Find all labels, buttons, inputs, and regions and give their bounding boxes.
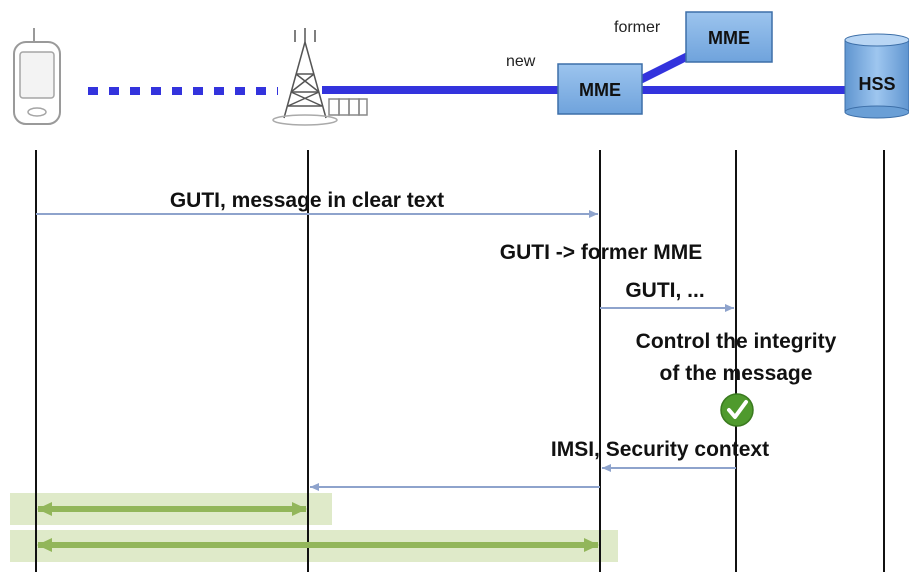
msg-guti-clear-text: GUTI, message in clear text — [170, 189, 444, 212]
lifelines — [35, 150, 885, 572]
msg-imsi-security-context: IMSI, Security context — [551, 438, 769, 461]
check-circle-icon — [720, 393, 754, 427]
mobile-phone-icon — [13, 28, 61, 125]
former-mme-node: MME — [685, 11, 773, 63]
new-mme-label: MME — [579, 80, 621, 100]
hss-label: HSS — [858, 74, 895, 94]
msg-control-integrity-line1: Control the integrity — [636, 330, 837, 353]
network-illustration: MME new MME former HSS — [13, 11, 909, 126]
former-caption: former — [614, 19, 661, 36]
msg-guti-former-mme: GUTI -> former MME — [500, 241, 702, 264]
cell-tower-icon — [272, 28, 368, 126]
hss-node: HSS — [844, 33, 909, 119]
msg-control-integrity-line2: of the message — [660, 362, 813, 385]
msg-guti-etc: GUTI, ... — [625, 279, 704, 302]
new-mme-node: MME — [557, 63, 643, 115]
new-caption: new — [506, 53, 536, 70]
former-mme-label: MME — [708, 28, 750, 48]
